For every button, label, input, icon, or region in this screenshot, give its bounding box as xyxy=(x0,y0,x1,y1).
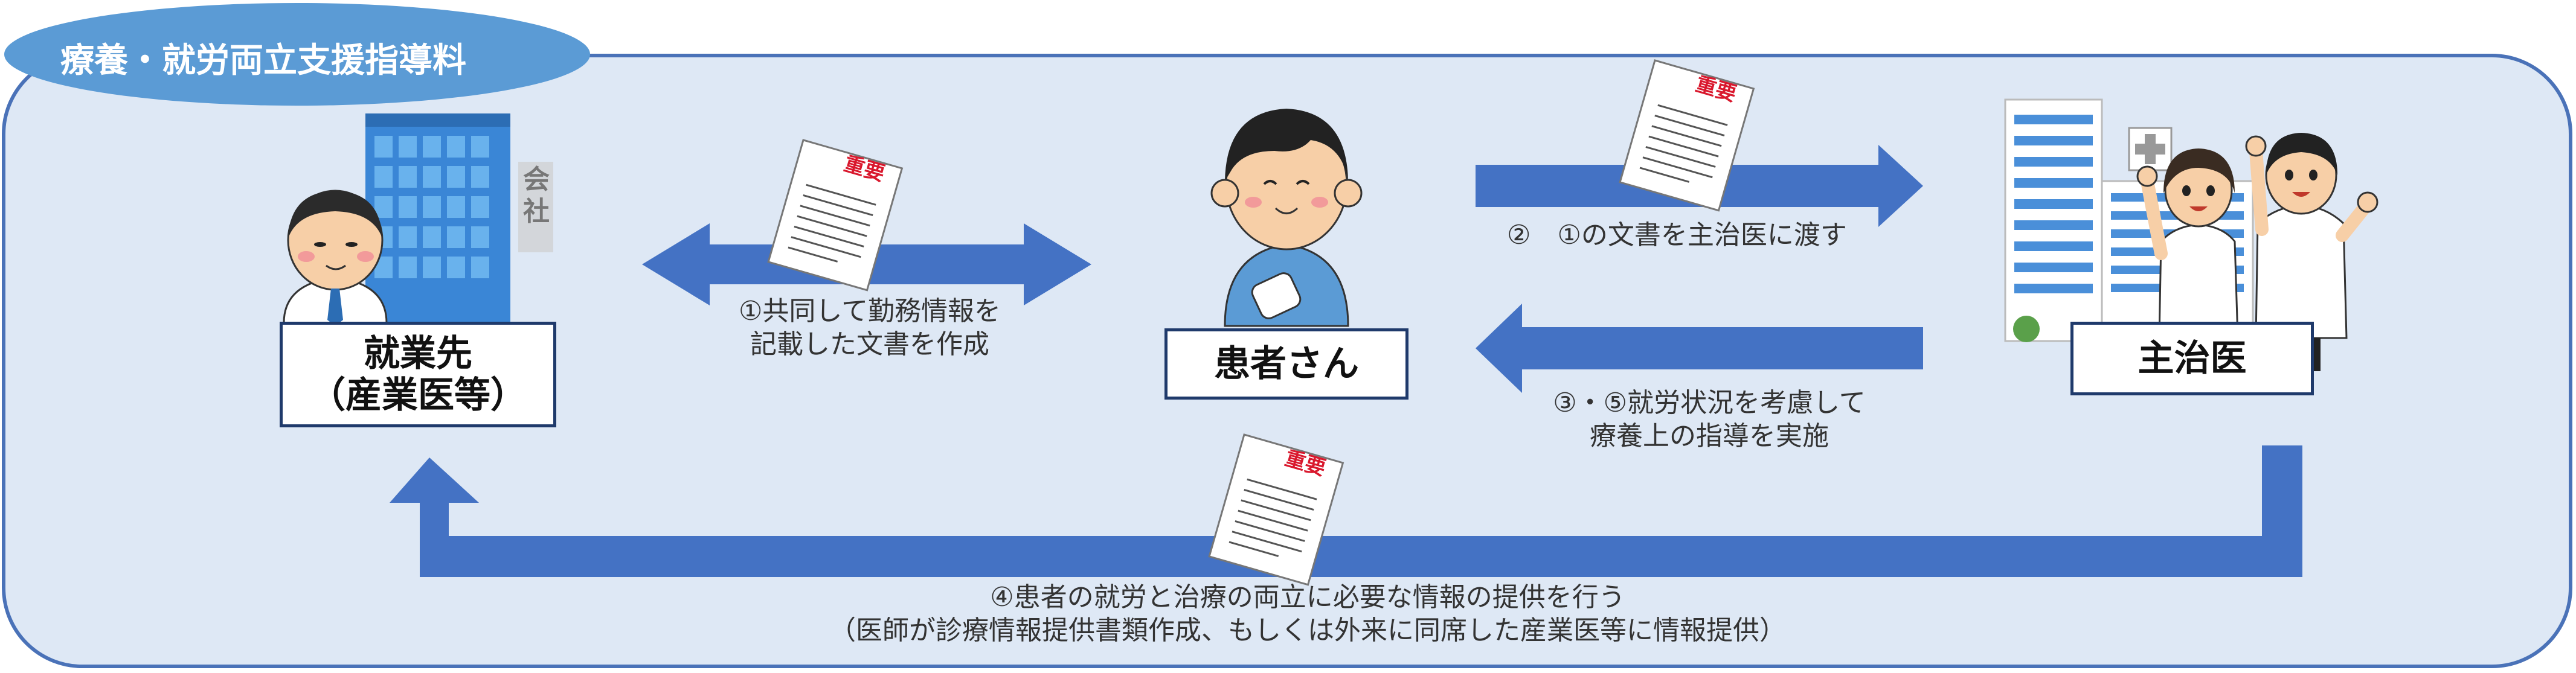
step4-caption: ④患者の就労と治療の両立に必要な情報の提供を行う （医師が診療情報提供書類作成、… xyxy=(755,581,1860,647)
patient-label: 患者さん xyxy=(1214,343,1359,385)
employer-label-line1: 就業先 xyxy=(364,333,472,375)
step35-line2: 療養上の指導を実施 xyxy=(1510,419,1909,453)
step35-line1: ③・⑤就労状況を考慮して xyxy=(1510,386,1909,419)
doctor-label-box: 主治医 xyxy=(2070,322,2314,395)
employer-person-icon xyxy=(284,191,387,326)
patient-person-icon xyxy=(1212,109,1361,326)
employer-label-box: 就業先 （産業医等） xyxy=(280,322,556,427)
diagram-title: 療養・就労両立支援指導料 xyxy=(60,33,466,82)
step2-line: ② ①の文書を主治医に渡す xyxy=(1507,218,1906,252)
step1-line1: ①共同して勤務情報を xyxy=(701,295,1039,328)
company-sign-char: 社 xyxy=(523,196,550,228)
step1-caption: ①共同して勤務情報を 記載した文書を作成 xyxy=(701,295,1039,361)
step35-caption: ③・⑤就労状況を考慮して 療養上の指導を実施 xyxy=(1510,386,1909,453)
step1-line2: 記載した文書を作成 xyxy=(701,328,1039,361)
patient-label-box: 患者さん xyxy=(1164,328,1408,400)
employer-label-line2: （産業医等） xyxy=(309,375,527,416)
step4-line1: ④患者の就労と治療の両立に必要な情報の提供を行う xyxy=(755,581,1860,614)
company-sign: 会 社 xyxy=(521,164,552,228)
doctor-label: 主治医 xyxy=(2138,338,2247,380)
step4-line2: （医師が診療情報提供書類作成、もしくは外来に同席した産業医等に情報提供） xyxy=(755,614,1860,647)
company-sign-char: 会 xyxy=(523,164,550,196)
step2-caption: ② ①の文書を主治医に渡す xyxy=(1507,218,1906,252)
